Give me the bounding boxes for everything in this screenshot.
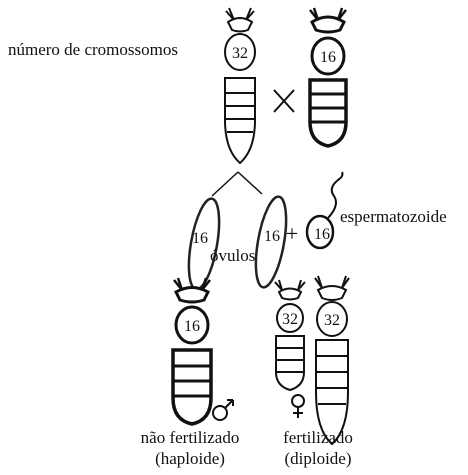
head-icon [312,17,344,32]
queen-offspring-chromosome-count: 32 [324,312,340,329]
haploid-label: (haploide) [155,449,225,468]
chromosome-number-label: número de cromossomos [8,40,178,59]
queen-chromosome-count: 32 [232,45,248,62]
egg-2-chromosome-count: 16 [264,228,280,245]
male-symbol-icon [213,400,233,420]
egg-1-chromosome-count: 16 [192,230,208,247]
head-icon [318,286,346,300]
diploid-label: (diploide) [284,449,351,468]
head-icon [228,18,252,32]
offspring-queen [315,276,349,444]
abdomen-icon [310,80,346,146]
abdomen-icon [173,350,211,424]
fertilized-label: fertilizado [283,428,353,447]
abdomen-icon [276,336,304,390]
meiosis-branch-lines [212,172,262,196]
parent-queen [225,8,255,163]
sperm-label: espermatozoide [340,207,447,226]
sperm-chromosome-count: 16 [314,226,330,243]
female-symbol-icon [292,395,304,418]
abdomen-icon [225,78,255,163]
unfertilized-label: não fertilizado [141,428,240,447]
head-icon [176,288,208,303]
offspring-worker [275,280,305,390]
offspring-drone [173,278,211,424]
cross-symbol [274,90,294,112]
drone-chromosome-count: 16 [320,49,336,66]
worker-chromosome-count: 32 [282,311,298,328]
plus-symbol: + [286,221,298,246]
parent-drone [310,8,346,146]
head-icon [279,289,301,300]
eggs-label: óvulos [210,246,255,265]
offspring-drone-chromosome-count: 16 [184,318,200,335]
